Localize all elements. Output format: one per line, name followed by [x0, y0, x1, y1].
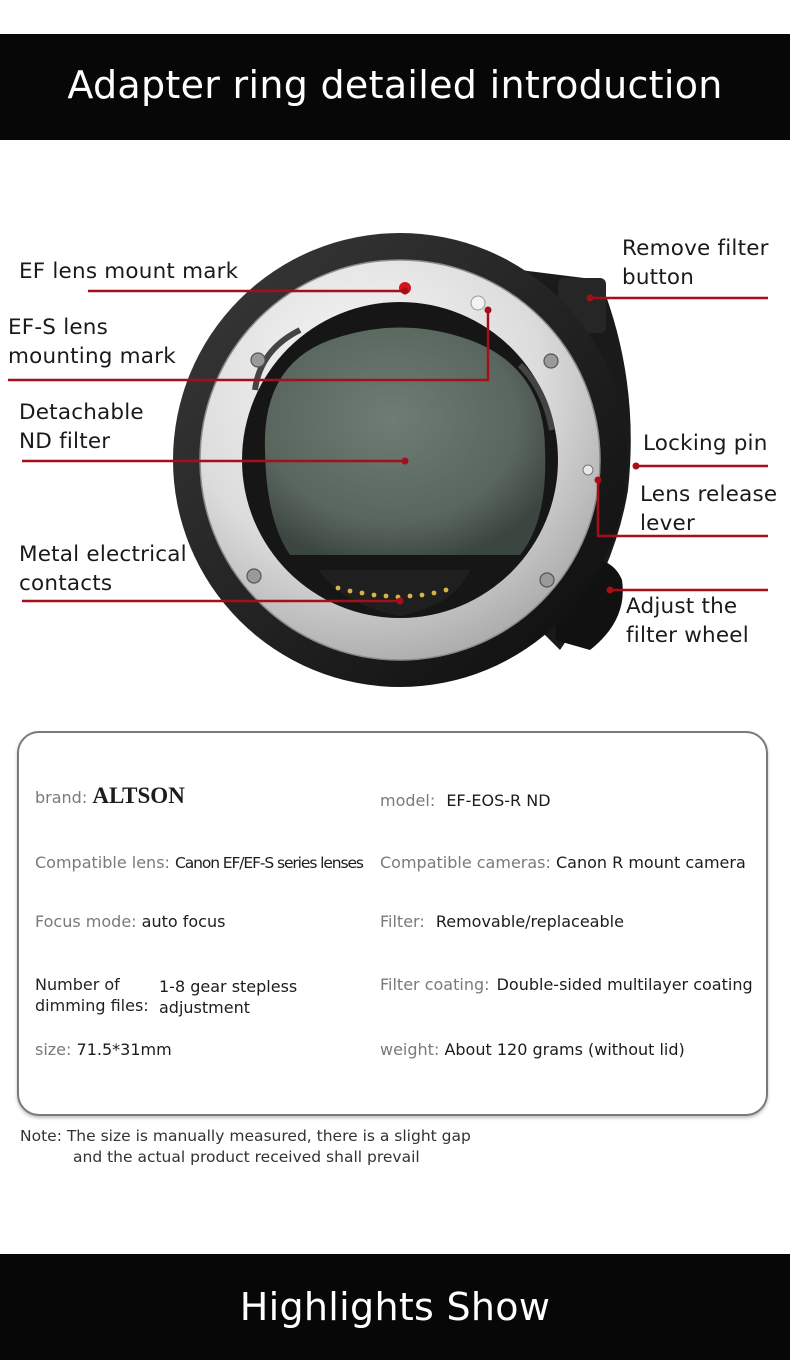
header-banner: Adapter ring detailed introduction	[0, 34, 790, 140]
spec-model: model: EF-EOS-R ND	[380, 790, 551, 811]
spec-value: Removable/replaceable	[435, 912, 624, 931]
callout-ef-mount-mark: EF lens mount mark	[19, 259, 239, 284]
callout-electrical-contacts: Metal electrical contacts	[19, 542, 187, 596]
callout-efs-mount-mark: EF-S lens mounting mark	[8, 315, 176, 369]
spec-label: Compatible lens:	[35, 853, 170, 872]
spec-label: size:	[35, 1040, 72, 1059]
spec-value: Double-sided multilayer coating	[496, 975, 753, 994]
spec-dimming-files-value: 1-8 gear stepless adjustment	[159, 977, 298, 1017]
callout-remove-filter-button: Remove filter button	[622, 236, 769, 290]
spec-value: auto focus	[141, 912, 226, 931]
spec-compatible-cameras: Compatible cameras: Canon R mount camera	[380, 852, 746, 873]
spec-card: brand: ALTSON model: EF-EOS-R ND Compati…	[17, 731, 768, 1116]
highlights-title: Highlights Show	[239, 1285, 551, 1329]
spec-label: Filter coating:	[380, 975, 490, 994]
callout-adjust-filter-wheel: Adjust the filter wheel	[626, 594, 749, 648]
contact-pins	[335, 585, 449, 600]
spec-label: Filter:	[380, 912, 425, 931]
spec-dimming-files-label: Number of dimming files:	[35, 975, 149, 1015]
nd-filter-glass	[264, 327, 546, 555]
footer-banner: Highlights Show	[0, 1254, 790, 1360]
spec-weight: weight: About 120 grams (without lid)	[380, 1039, 685, 1060]
spec-value: About 120 grams (without lid)	[444, 1040, 685, 1059]
contacts-plate	[318, 570, 470, 616]
spec-compatible-lens: Compatible lens: Canon EF/EF-S series le…	[35, 852, 364, 874]
spec-brand: brand: ALTSON	[35, 783, 185, 808]
spec-label: Focus mode:	[35, 912, 137, 931]
callout-lens-release-lever: Lens release lever	[640, 482, 778, 536]
spec-label: brand:	[35, 788, 88, 807]
spec-label: model:	[380, 791, 436, 810]
spec-focus-mode: Focus mode: auto focus	[35, 911, 225, 932]
spec-label: Compatible cameras:	[380, 853, 551, 872]
spec-filter: Filter: Removable/replaceable	[380, 911, 624, 932]
spec-filter-coating: Filter coating: Double-sided multilayer …	[380, 974, 753, 995]
spec-label: weight:	[380, 1040, 440, 1059]
spec-value: Canon EF/EF-S series lenses	[175, 854, 364, 872]
spec-value: 71.5*31mm	[76, 1040, 172, 1059]
callout-locking-pin: Locking pin	[643, 431, 768, 456]
size-note: Note: The size is manually measured, the…	[20, 1126, 471, 1168]
spec-size: size: 71.5*31mm	[35, 1039, 172, 1060]
note-line-1: Note: The size is manually measured, the…	[20, 1127, 471, 1145]
adapter-ring-illustration	[8, 233, 768, 687]
page-title: Adapter ring detailed introduction	[67, 63, 723, 107]
locking-pin-dot	[582, 464, 594, 476]
spec-value: EF-EOS-R ND	[446, 791, 551, 810]
callout-lines	[8, 289, 768, 603]
efs-white-mark	[470, 295, 486, 311]
note-line-2: and the actual product received shall pr…	[73, 1148, 420, 1166]
callout-nd-filter: Detachable ND filter	[19, 400, 144, 454]
adapter-diagram: EF lens mount mark EF-S lens mounting ma…	[0, 150, 790, 710]
spec-value: Canon R mount camera	[556, 853, 746, 872]
brand-logo-text: ALTSON	[92, 783, 185, 808]
screws	[246, 352, 559, 588]
callout-dots	[396, 287, 640, 605]
